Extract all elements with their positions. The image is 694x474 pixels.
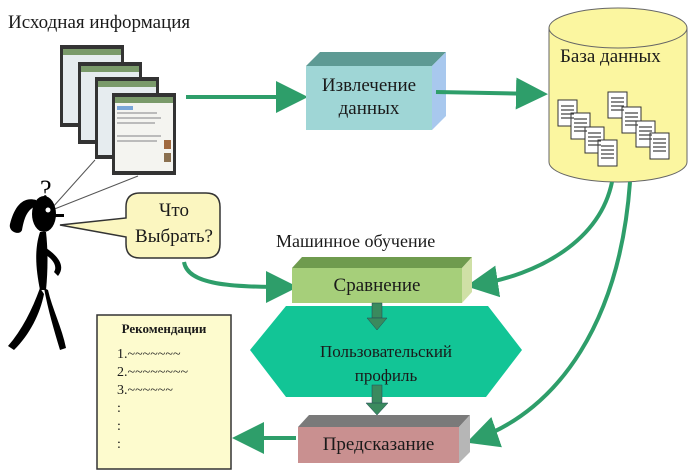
thinking-person-icon: ? [8, 175, 66, 350]
database-label: База данных [560, 46, 661, 67]
profile-label: Пользовательский профиль [286, 340, 486, 388]
document-icon-group [557, 91, 670, 167]
bubble-text: Что Выбрать? [128, 198, 220, 250]
speech-bubble [59, 192, 221, 259]
recommendations-list: 1.~~~~~~~ 2.~~~~~~~~ 3.~~~~~~ : : : [117, 346, 188, 454]
recommendations-title: Рекомендации [121, 321, 207, 336]
extract-box [306, 52, 446, 130]
profile-line-1: Пользовательский [319, 342, 453, 361]
profile-line-2: профиль [354, 366, 418, 385]
recommendation-item: 2.~~~~~~~~ [117, 365, 189, 380]
arrow-extract-to-db [435, 77, 548, 110]
arrow-compare-to-profile [366, 302, 388, 331]
recommendations-box [96, 314, 232, 470]
source-info-label: Исходная информация [8, 12, 191, 33]
compare-label: Сравнение [333, 275, 421, 296]
profile-hexagon [250, 306, 522, 397]
extract-line-2: данных [338, 98, 400, 119]
predict-label: Предсказание [322, 434, 435, 455]
arrow-bubble-to-compare [182, 261, 298, 303]
gaze-line-2 [51, 175, 139, 211]
bubble-line-1: Что [159, 200, 189, 221]
extract-box-label: Извлечение данных [306, 74, 432, 120]
arrow-profile-to-predict [365, 384, 389, 416]
bubble-line-2: Выбрать? [135, 226, 213, 247]
recommendation-item: : [117, 419, 121, 434]
arrow-db-to-predict [466, 181, 632, 448]
recommendation-item: : [117, 401, 121, 416]
arrow-db-to-compare [466, 181, 614, 298]
extract-line-1: Извлечение [321, 75, 417, 96]
recommendation-item: : [117, 437, 121, 452]
machine-learning-label: Машинное обучение [276, 231, 436, 251]
gaze-line-1 [51, 159, 96, 209]
question-mark-icon: ? [40, 175, 52, 204]
web-page-4 [112, 93, 176, 175]
web-page-stack-icon [60, 45, 176, 175]
compare-box [292, 257, 472, 303]
recommendation-item: 3.~~~~~~ [117, 383, 173, 398]
predict-box [298, 415, 470, 463]
recommendation-item: 1.~~~~~~~ [117, 347, 181, 362]
